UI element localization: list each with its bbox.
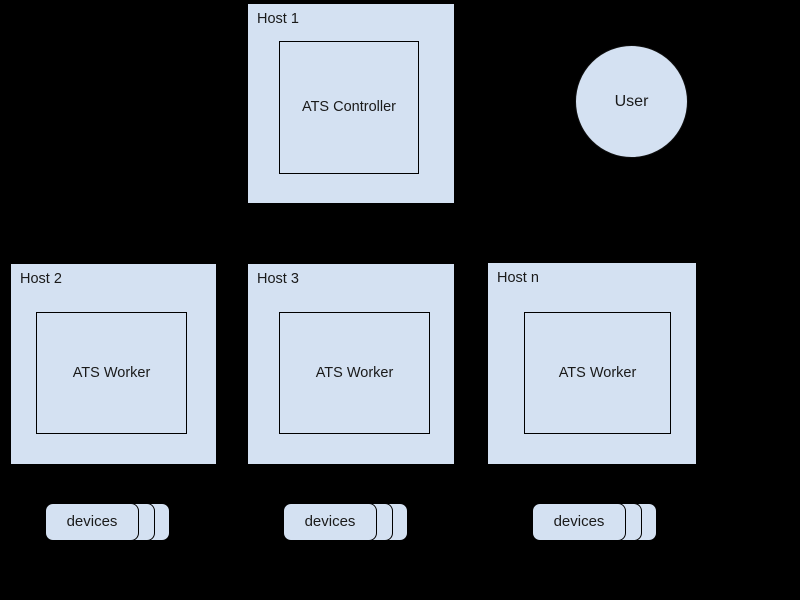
devices-stack-layer-front[interactable]: devices: [532, 503, 626, 541]
devices-label-devices-2: devices: [66, 513, 118, 530]
component-box-ats-worker-3[interactable]: ATS Worker: [279, 312, 430, 434]
user-actor-label: User: [614, 93, 649, 110]
host-label-host-3: Host 3: [257, 271, 299, 287]
devices-stack-devices-n[interactable]: devices: [532, 503, 657, 541]
devices-label-devices-n: devices: [553, 513, 605, 530]
devices-label-devices-3: devices: [304, 513, 356, 530]
component-box-ats-controller[interactable]: ATS Controller: [279, 41, 419, 174]
host-box-host-1[interactable]: Host 1 ATS Controller: [247, 3, 455, 204]
component-label-ats-worker-n: ATS Worker: [558, 364, 637, 381]
devices-stack-layer-front[interactable]: devices: [283, 503, 377, 541]
component-label-ats-worker-3: ATS Worker: [315, 364, 394, 381]
user-actor[interactable]: User: [575, 45, 688, 158]
component-label-ats-controller: ATS Controller: [301, 99, 396, 115]
devices-stack-devices-2[interactable]: devices: [45, 503, 170, 541]
host-label-host-1: Host 1: [257, 11, 299, 27]
devices-stack-devices-3[interactable]: devices: [283, 503, 408, 541]
host-label-host-n: Host n: [497, 270, 539, 286]
host-box-host-2[interactable]: Host 2 ATS Worker: [10, 263, 217, 465]
component-box-ats-worker-n[interactable]: ATS Worker: [524, 312, 671, 434]
component-box-ats-worker-2[interactable]: ATS Worker: [36, 312, 187, 434]
host-box-host-n[interactable]: Host n ATS Worker: [487, 262, 697, 465]
host-box-host-3[interactable]: Host 3 ATS Worker: [247, 263, 455, 465]
component-label-ats-worker-2: ATS Worker: [72, 364, 151, 381]
devices-stack-layer-front[interactable]: devices: [45, 503, 139, 541]
host-label-host-2: Host 2: [20, 271, 62, 287]
